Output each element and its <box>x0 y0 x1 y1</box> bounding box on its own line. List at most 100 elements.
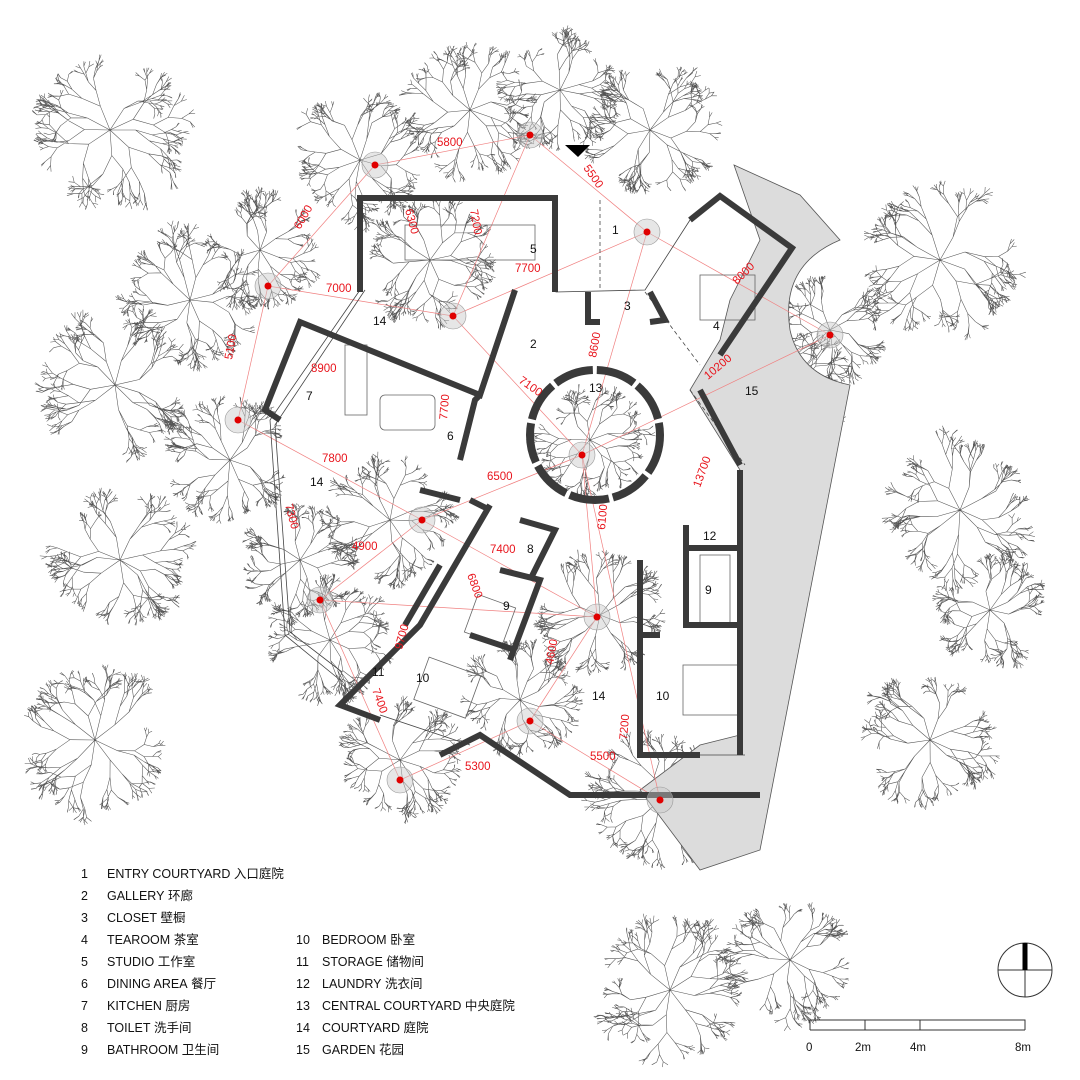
tree-center-dot <box>316 596 324 604</box>
dimension-line <box>267 285 454 317</box>
central-courtyard <box>526 366 664 504</box>
dimension-label: 8600 <box>587 331 603 358</box>
scale-label: 2m <box>855 1042 871 1054</box>
legend-name: DINING AREA <box>107 977 188 991</box>
dimension-line <box>646 231 831 336</box>
tree-center-dot <box>449 312 457 320</box>
legend-label: ENTRY COURTYARD 入口庭院 <box>107 866 284 882</box>
dimension-label: 6000 <box>292 203 315 231</box>
legend-label: COURTYARD 庭院 <box>322 1020 429 1036</box>
legend-name-zh: 卧室 <box>390 933 416 947</box>
tree-center-dot <box>826 331 834 339</box>
dimension-line <box>581 454 598 618</box>
dimension-line <box>529 134 648 233</box>
legend-name: STORAGE <box>322 955 383 969</box>
legend-name: COURTYARD <box>322 1021 401 1035</box>
dimension-lines <box>237 134 831 801</box>
room-number-label: 12 <box>703 529 717 543</box>
legend-number: 11 <box>296 955 309 969</box>
legend-label: TEAROOM 茶室 <box>107 932 199 948</box>
room-number-label: 14 <box>592 689 606 703</box>
dimension-line <box>452 231 648 317</box>
dimension-line <box>237 419 423 521</box>
legend-label: LAUNDRY 洗衣间 <box>322 976 423 992</box>
walls <box>261 192 797 798</box>
room-number-label: 5 <box>530 242 537 256</box>
dimension-line <box>529 720 661 801</box>
legend-number: 13 <box>296 999 310 1013</box>
legend-number: 8 <box>81 1021 88 1035</box>
room-number-label: 6 <box>447 429 454 443</box>
legend-label: GALLERY 环廊 <box>107 888 193 904</box>
legend-name: BATHROOM <box>107 1043 179 1057</box>
tree-center-dot <box>264 282 272 290</box>
legend-number: 15 <box>296 1043 310 1057</box>
tree-center-dot <box>593 613 601 621</box>
legend-label: BEDROOM 卧室 <box>322 932 415 948</box>
legend-number: 12 <box>296 977 310 991</box>
scale-label: 8m <box>1015 1042 1031 1054</box>
dimension-label: 13700 <box>692 455 714 489</box>
room-number-label: 13 <box>589 381 603 395</box>
legend-number: 6 <box>81 977 88 991</box>
legend-name-zh: 卫生间 <box>181 1043 220 1057</box>
dimension-line <box>581 454 661 801</box>
tree-center-dot <box>643 228 651 236</box>
room-number-label: 9 <box>503 599 510 613</box>
legend-label: KITCHEN 厨房 <box>107 998 190 1014</box>
room-number-label: 10 <box>656 689 670 703</box>
room-number-label: 14 <box>310 475 324 489</box>
dimension-line <box>319 519 423 601</box>
dimension-label: 5300 <box>465 761 491 773</box>
dimension-line <box>421 454 583 521</box>
dimension-label: 7700 <box>438 394 452 421</box>
dimension-label: 7000 <box>326 283 352 295</box>
dimension-label: 5500 <box>581 163 606 191</box>
legend-name: GARDEN <box>322 1043 376 1057</box>
legend-label: STORAGE 储物间 <box>322 954 424 970</box>
legend-number: 5 <box>81 955 88 969</box>
legend-name-zh: 壁橱 <box>160 911 186 925</box>
dimension-label: 5500 <box>590 751 616 763</box>
legend-name: CENTRAL COURTYARD <box>322 999 462 1013</box>
dimension-label: 4900 <box>352 541 378 553</box>
legend-number: 3 <box>81 911 88 925</box>
legend-name: STUDIO <box>107 955 155 969</box>
legend-name: TEAROOM <box>107 933 171 947</box>
dimension-label: 7200 <box>467 208 483 235</box>
dimension-line <box>374 134 531 166</box>
room-number-label: 10 <box>416 671 430 685</box>
scale-bar <box>809 1019 1026 1031</box>
legend-label: STUDIO 工作室 <box>107 954 195 970</box>
dimension-line <box>319 599 401 781</box>
dimension-line <box>267 164 376 287</box>
entry-marker <box>565 145 590 157</box>
legend-name: ENTRY COURTYARD <box>107 867 231 881</box>
dimension-line <box>452 315 583 456</box>
room-number-label: 9 <box>705 583 712 597</box>
tree-center-dot <box>371 161 379 169</box>
room-number-label: 2 <box>530 337 537 351</box>
legend-number: 1 <box>81 867 88 881</box>
legend-name-zh: 餐厅 <box>191 977 217 991</box>
room-number-label: 8 <box>527 542 534 556</box>
tree-center-dot <box>526 131 534 139</box>
room-number-label: 14 <box>373 314 387 328</box>
legend-name: GALLERY <box>107 889 165 903</box>
legend-name-zh: 厨房 <box>165 999 191 1013</box>
tree-center-dot <box>656 796 664 804</box>
room-number-label: 15 <box>745 384 759 398</box>
dimension-line <box>581 231 648 456</box>
legend-name-zh: 入口庭院 <box>233 867 284 881</box>
legend-name-zh: 环廊 <box>167 889 193 903</box>
scale-label: 4m <box>910 1042 926 1054</box>
dimension-label: 7300 <box>282 503 300 531</box>
dimension-line <box>237 285 269 421</box>
tree-center-dot <box>526 717 534 725</box>
dimension-line <box>529 616 598 722</box>
tree-center-dot <box>234 416 242 424</box>
legend-number: 9 <box>81 1043 88 1057</box>
legend-number: 2 <box>81 889 88 903</box>
